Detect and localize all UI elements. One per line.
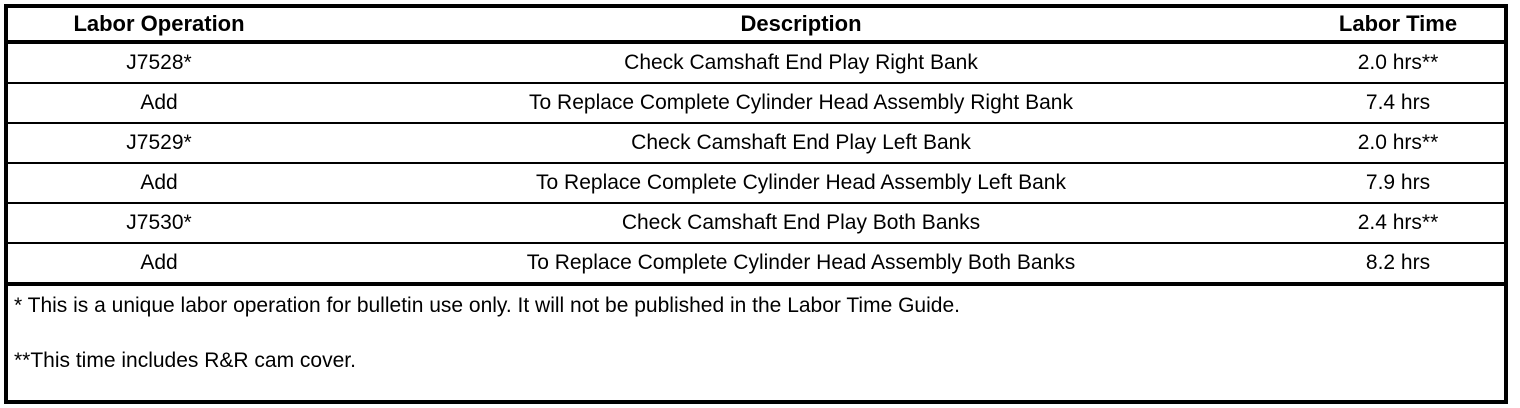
labor-operation-table: Labor Operation Description Labor Time J… bbox=[8, 8, 1504, 400]
table-row: Add To Replace Complete Cylinder Head As… bbox=[8, 163, 1504, 205]
cell-description: To Replace Complete Cylinder Head Assemb… bbox=[526, 251, 1076, 275]
footnote-double-asterisk: **This time includes R&R cam cover. bbox=[14, 349, 356, 373]
cell-labor-time: 7.4 hrs bbox=[1292, 83, 1504, 125]
table-body: J7528* Check Camshaft End Play Right Ban… bbox=[8, 42, 1504, 400]
cell-labor-operation: J7528* bbox=[8, 42, 310, 85]
cell-description: Check Camshaft End Play Both Banks bbox=[310, 203, 1292, 245]
footnotes-container: * This is a unique labor operation for b… bbox=[8, 282, 1504, 400]
cell-labor-operation: Add bbox=[140, 251, 178, 275]
cell-labor-time: 2.0 hrs** bbox=[1292, 42, 1504, 85]
table-header: Labor Operation Description Labor Time bbox=[8, 8, 1504, 44]
column-header-labor-time: Labor Time bbox=[1292, 8, 1504, 44]
table-row: Add To Replace Complete Cylinder Head As… bbox=[8, 243, 1504, 284]
cell-labor-operation: Add bbox=[8, 83, 310, 125]
cell-labor-operation: Add bbox=[8, 163, 310, 205]
labor-operation-table-frame: Labor Operation Description Labor Time J… bbox=[4, 4, 1508, 404]
cell-description: Check Camshaft End Play Left Bank bbox=[310, 123, 1292, 165]
table-row: Add To Replace Complete Cylinder Head As… bbox=[8, 83, 1504, 125]
cell-description: To Replace Complete Cylinder Head Assemb… bbox=[310, 83, 1292, 125]
cell-labor-time: 8.2 hrs bbox=[1365, 251, 1431, 275]
cell-labor-operation: J7529* bbox=[8, 123, 310, 165]
table-row: J7528* Check Camshaft End Play Right Ban… bbox=[8, 42, 1504, 85]
table-row: J7529* Check Camshaft End Play Left Bank… bbox=[8, 123, 1504, 165]
table-footnote-row: * This is a unique labor operation for b… bbox=[8, 282, 1504, 400]
column-header-description: Description bbox=[310, 8, 1292, 44]
column-header-labor-operation: Labor Operation bbox=[8, 8, 310, 44]
cell-labor-time: 2.4 hrs** bbox=[1292, 203, 1504, 245]
cell-labor-time: 2.0 hrs** bbox=[1292, 123, 1504, 165]
cell-labor-operation: J7530* bbox=[8, 203, 310, 245]
footnote-single-asterisk: * This is a unique labor operation for b… bbox=[14, 294, 960, 318]
cell-description: Check Camshaft End Play Right Bank bbox=[310, 42, 1292, 85]
cell-labor-time: 7.9 hrs bbox=[1292, 163, 1504, 205]
cell-description: To Replace Complete Cylinder Head Assemb… bbox=[310, 163, 1292, 205]
table-header-row: Labor Operation Description Labor Time bbox=[8, 8, 1504, 44]
table-row: J7530* Check Camshaft End Play Both Bank… bbox=[8, 203, 1504, 245]
